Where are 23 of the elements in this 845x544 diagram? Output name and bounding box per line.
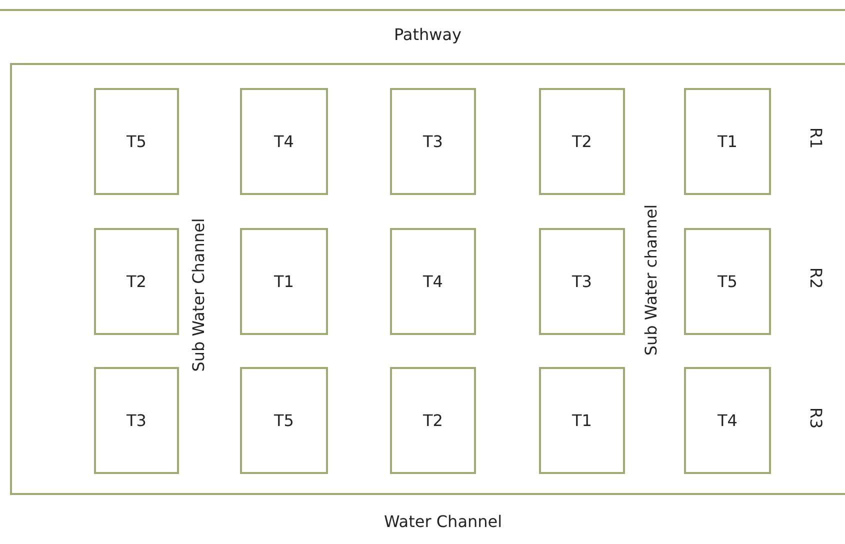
plot-box: T1 bbox=[684, 88, 771, 195]
field-boundary bbox=[10, 63, 845, 495]
plot-box: T2 bbox=[94, 228, 179, 335]
plot-box: T3 bbox=[539, 228, 625, 335]
area-label: Pathway bbox=[394, 27, 462, 43]
plot-box: T4 bbox=[684, 367, 771, 474]
plot-box: T3 bbox=[94, 367, 179, 474]
plot-box: T5 bbox=[94, 88, 179, 195]
plot-box: T5 bbox=[684, 228, 771, 335]
row-label: R1 bbox=[807, 127, 824, 149]
plot-box: T4 bbox=[390, 228, 476, 335]
plot-box: T2 bbox=[390, 367, 476, 474]
channel-label: Sub Water channel bbox=[643, 204, 660, 356]
channel-label: Sub Water Channel bbox=[190, 218, 207, 372]
plot-box: T5 bbox=[240, 367, 328, 474]
plot-box: T2 bbox=[539, 88, 625, 195]
plot-box: T1 bbox=[539, 367, 625, 474]
row-label: R3 bbox=[807, 407, 824, 429]
area-label: Water Channel bbox=[384, 514, 502, 530]
row-label: R2 bbox=[807, 267, 824, 289]
plot-box: T3 bbox=[390, 88, 476, 195]
plot-box: T1 bbox=[240, 228, 328, 335]
plot-box: T4 bbox=[240, 88, 328, 195]
